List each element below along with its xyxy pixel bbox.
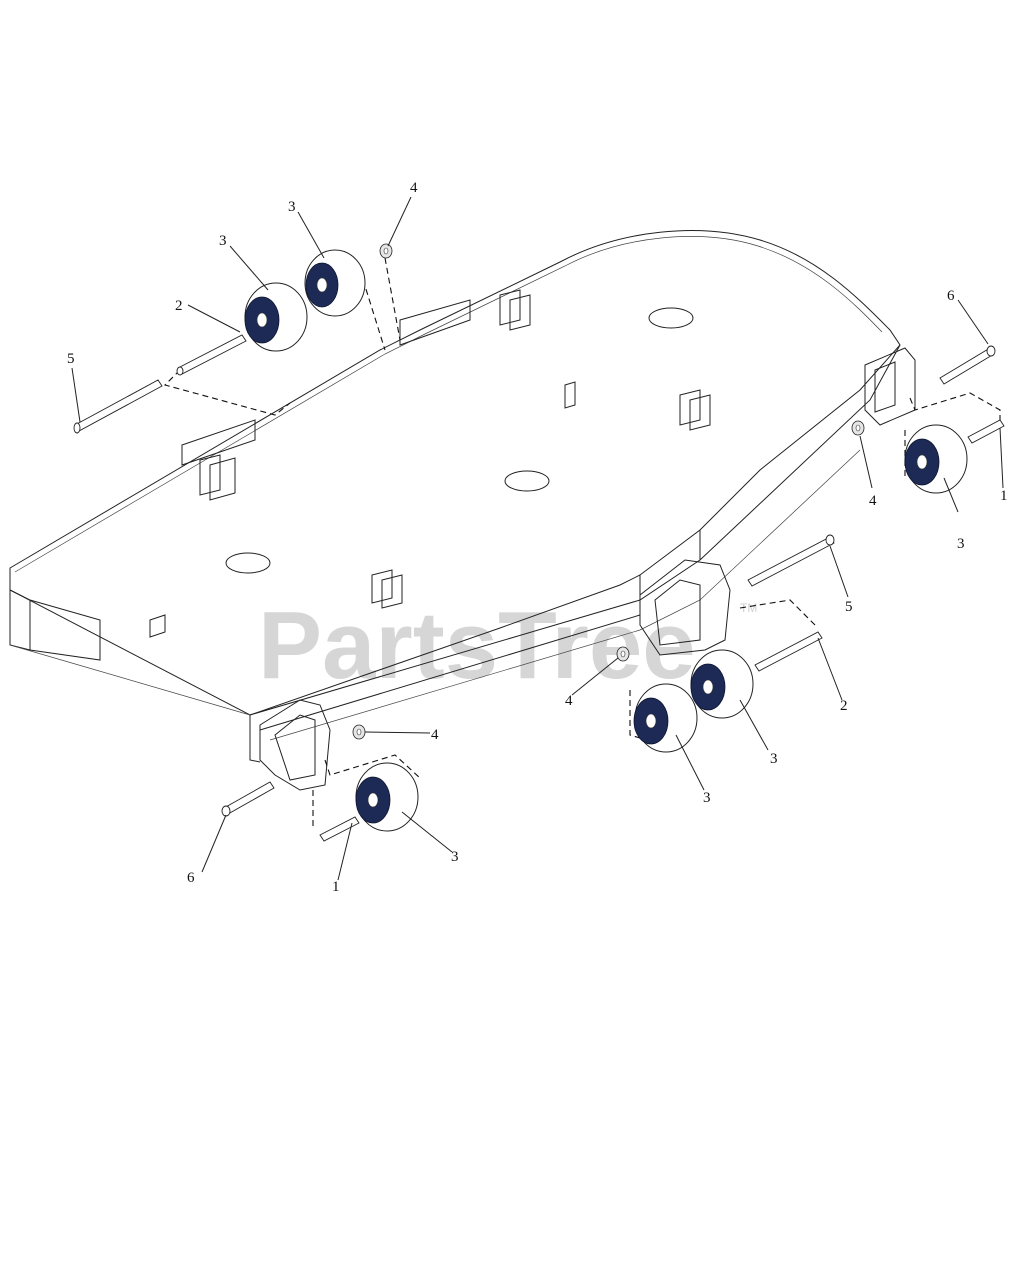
watermark-tm: TM	[740, 601, 757, 615]
watermark-brand: PartsTree	[258, 592, 696, 699]
callouts: 4 3 3 2 5 6 4 1 3 5 2 4 3 3 4 3 6 1	[67, 180, 1008, 895]
spindle-opening-left	[225, 552, 271, 574]
callout-3-rear-right: 3	[957, 536, 965, 552]
callout-3-front: 3	[451, 849, 459, 865]
wheel-top-right	[304, 249, 366, 317]
pin-1-rear-right	[967, 419, 1005, 444]
nut-4-front	[352, 724, 366, 740]
callout-5-mid: 5	[845, 599, 853, 615]
spindle-openings	[225, 307, 694, 574]
nut-4-top	[379, 243, 393, 259]
pin-5-mid	[747, 534, 835, 587]
nut-4-mid	[616, 646, 630, 662]
spindle-opening-right	[648, 307, 694, 329]
callout-2-mid: 2	[840, 698, 848, 714]
mid-right-wheel-bracket	[639, 559, 731, 656]
rear-right-wheel-bracket	[864, 347, 916, 426]
callout-3-top-left: 3	[219, 233, 227, 249]
callout-4-mid: 4	[565, 693, 573, 709]
nut-4-rear-right	[851, 420, 865, 436]
callout-4-top: 4	[410, 180, 418, 196]
callout-4-rear-right: 4	[869, 493, 877, 509]
pin-2-top-left	[176, 334, 247, 376]
pin-6-front	[221, 781, 275, 817]
pin-2-mid	[754, 631, 823, 672]
deck-brackets	[149, 289, 711, 638]
wheel-front	[355, 762, 419, 832]
wheel-mid-right	[690, 649, 754, 719]
front-wheel-bracket	[259, 699, 331, 791]
callout-4-front: 4	[431, 727, 439, 743]
callout-3-mid-right: 3	[770, 751, 778, 767]
callout-5-left: 5	[67, 351, 75, 367]
wheel-top-left	[244, 282, 308, 352]
callout-3-top-right: 3	[288, 199, 296, 215]
callout-6-rear-right: 6	[947, 288, 955, 304]
wheels	[244, 249, 968, 832]
pin-1-front	[319, 816, 360, 842]
pin-6-rear-right	[939, 345, 996, 385]
wheel-rear-right	[904, 424, 968, 494]
callout-1-front: 1	[332, 879, 340, 895]
callout-3-mid-left: 3	[703, 790, 711, 806]
spindle-opening-center	[504, 470, 550, 492]
callout-1-rear-right: 1	[1000, 488, 1008, 504]
wheel-mid-left	[633, 683, 698, 753]
leader-lines	[71, 196, 1004, 881]
callout-2-top-left: 2	[175, 298, 183, 314]
pin-5-left	[73, 379, 163, 434]
pins	[73, 334, 1005, 842]
callout-6-front: 6	[187, 870, 195, 886]
nuts	[352, 243, 865, 740]
